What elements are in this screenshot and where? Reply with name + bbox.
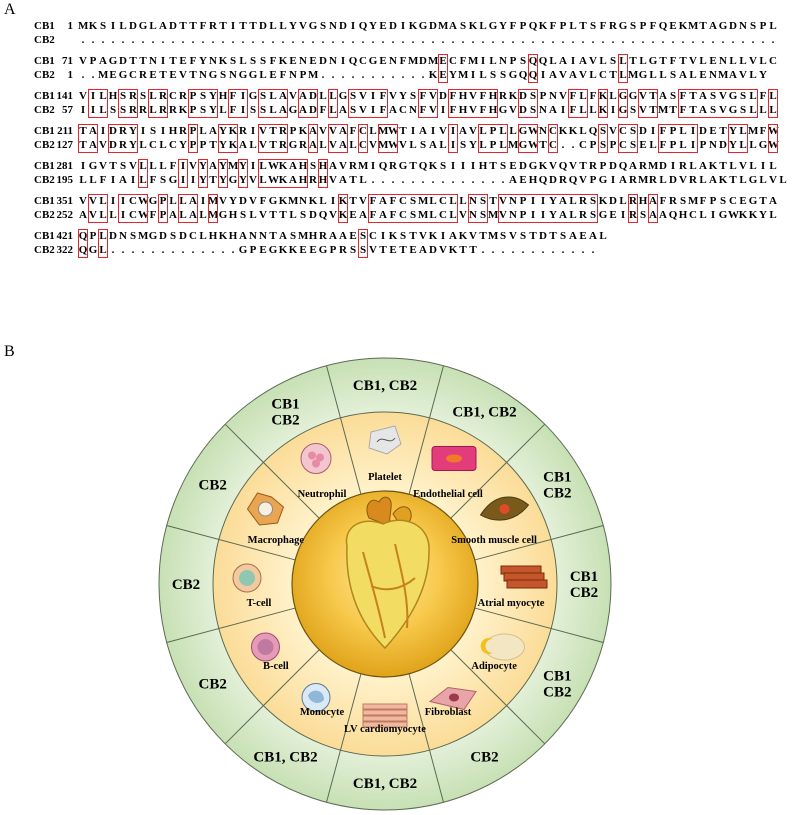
cell-label: Macrophage bbox=[248, 535, 305, 546]
adipocyte-icon bbox=[480, 633, 526, 661]
residue-start-number: 57 bbox=[62, 104, 73, 116]
residue-start-number: 1 bbox=[67, 69, 74, 81]
residue-start-number: 281 bbox=[56, 160, 74, 172]
segment-lv-cardiomyocyte: CB1, CB2 LV cardiomyocyte bbox=[344, 703, 426, 792]
sequence-name: CB1 bbox=[34, 90, 55, 102]
residue-start-number: 351 bbox=[56, 195, 74, 207]
sequence-name: CB1 bbox=[34, 20, 55, 32]
receptor-label: CB1, CB2 bbox=[353, 378, 417, 394]
segment-divider bbox=[166, 525, 296, 561]
sequence-name: CB1 bbox=[34, 160, 55, 172]
sequence-name: CB2 bbox=[34, 139, 55, 151]
segment-divider bbox=[408, 673, 444, 803]
residue-start-number: 211 bbox=[57, 125, 73, 137]
neutrophil-icon bbox=[300, 442, 332, 474]
cell-label: Endothelial cell bbox=[413, 489, 483, 500]
receptor-label: CB1, CB2 bbox=[353, 776, 417, 792]
segment-divider bbox=[408, 365, 444, 495]
sequence-name: CB1 bbox=[34, 195, 55, 207]
receptor-label: CB2 bbox=[172, 577, 200, 593]
residue-start-number: 322 bbox=[56, 244, 74, 256]
smooth-muscle-cell-icon bbox=[479, 496, 530, 521]
segment-divider bbox=[166, 607, 296, 643]
cell-label: Platelet bbox=[368, 472, 402, 483]
cell-label: B-cell bbox=[263, 661, 289, 672]
fibroblast-icon bbox=[428, 686, 477, 711]
segment-divider bbox=[326, 365, 362, 495]
sequence-name: CB2 bbox=[34, 34, 55, 46]
sequence-name: CB2 bbox=[34, 104, 55, 116]
receptor-label: CB1, CB2 bbox=[452, 405, 516, 421]
sequence-name: CB1 bbox=[34, 230, 55, 242]
cell-label: Fibroblast bbox=[425, 707, 472, 718]
segment-divider bbox=[474, 607, 604, 643]
sequence-name: CB2 bbox=[34, 209, 55, 221]
lv-cardiomyocyte-icon bbox=[362, 703, 408, 728]
endothelial-cell-icon bbox=[431, 445, 477, 471]
macrophage-icon bbox=[246, 492, 285, 526]
platelet-icon bbox=[368, 425, 402, 455]
cell-label: LV cardiomyocyte bbox=[344, 724, 426, 735]
segment-divider bbox=[450, 423, 546, 519]
sequence-name: CB1 bbox=[34, 55, 55, 67]
segment-divider bbox=[224, 423, 320, 519]
segment-divider bbox=[224, 649, 320, 745]
segment-divider bbox=[474, 525, 604, 561]
residue-start-number: 252 bbox=[56, 209, 74, 221]
sequence-name: CB2 bbox=[34, 174, 55, 186]
receptor-label: CB2 bbox=[470, 749, 498, 765]
segment-dividers bbox=[166, 365, 604, 803]
segment-monocyte: CB1, CB2 Monocyte bbox=[253, 683, 345, 765]
cell-label: Monocyte bbox=[300, 707, 345, 718]
receptor-label: CB1, CB2 bbox=[253, 749, 317, 765]
sequence-name: CB2 bbox=[34, 69, 55, 81]
cell-label: Smooth muscle cell bbox=[451, 535, 537, 546]
cell-label: Neutrophil bbox=[298, 489, 347, 500]
residue-start-number: 71 bbox=[62, 55, 73, 67]
atrial-myocyte-icon bbox=[500, 565, 548, 589]
residue-start-number: 1 bbox=[67, 20, 74, 32]
segment-divider bbox=[326, 673, 362, 803]
residue-start-number: 421 bbox=[56, 230, 74, 242]
monocyte-icon bbox=[301, 683, 331, 713]
segment-fibroblast: CB2 Fibroblast bbox=[425, 686, 499, 765]
receptor-label: CB2 bbox=[198, 677, 226, 693]
t-cell-icon bbox=[232, 563, 262, 593]
residue-start-number: 127 bbox=[56, 139, 74, 151]
b-cell-icon bbox=[250, 632, 280, 662]
receptor-label: CB2 bbox=[198, 478, 226, 494]
cell-label: Atrial myocyte bbox=[478, 598, 545, 609]
segment-divider bbox=[450, 649, 546, 745]
cell-label: Adipocyte bbox=[471, 661, 517, 672]
panel-b-label: B bbox=[4, 343, 15, 360]
sequence-name: CB1 bbox=[34, 125, 55, 137]
heart-icon bbox=[345, 496, 430, 650]
segment-b-cell: CB2 B-cell bbox=[198, 632, 289, 693]
panel-a-label: A bbox=[4, 1, 16, 18]
residue-start-number: 141 bbox=[56, 90, 74, 102]
residue-start-number: 195 bbox=[56, 174, 74, 186]
cell-label: T-cell bbox=[247, 598, 272, 609]
sequence-name: CB2 bbox=[34, 244, 55, 256]
